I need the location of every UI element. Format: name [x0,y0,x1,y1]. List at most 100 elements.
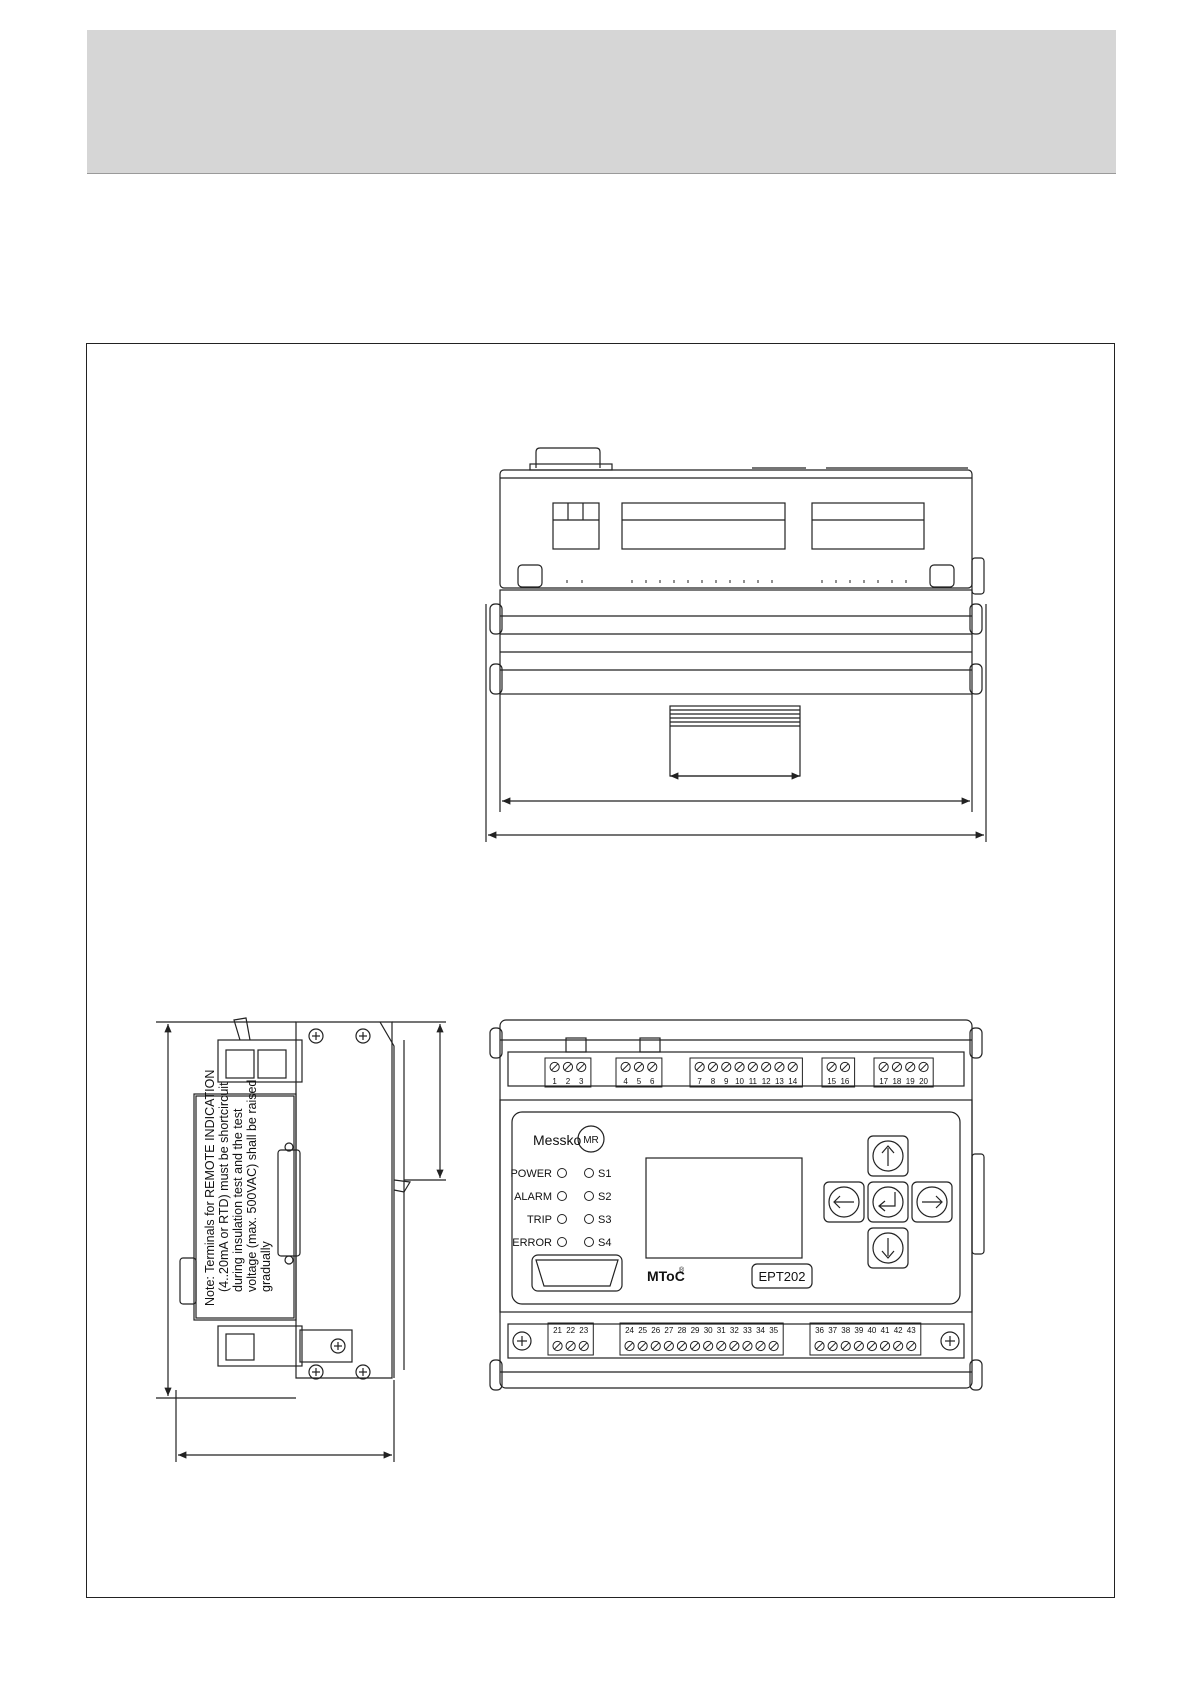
terminal-number: 18 [892,1077,901,1086]
logo-text: MR [583,1135,599,1146]
led-label-s1: S1 [598,1168,611,1180]
terminal-screw-icon [620,1061,631,1073]
terminal-screw-icon [694,1061,705,1073]
top-view-terminal-block [811,502,925,550]
terminal-screw-icon [826,1061,837,1073]
led-label-power: POWER [510,1168,552,1180]
terminal-screw-icon [839,1061,851,1073]
terminal-number: 22 [566,1326,575,1335]
mounting-screw-icon [512,1331,532,1351]
terminal-number: 9 [724,1077,729,1086]
led-trip-icon [557,1214,567,1224]
terminal-number: 28 [677,1326,686,1335]
terminal-screw-icon [552,1340,563,1352]
note-line: gradually [259,1241,273,1292]
terminal-screw-icon [787,1061,798,1073]
enter-key-icon [867,1181,909,1223]
terminal-screw-icon [742,1340,753,1352]
led-label-error: ERROR [512,1237,552,1249]
terminal-screw-icon [774,1061,785,1073]
led-s1-icon [584,1168,594,1178]
terminal-screw-icon [676,1340,688,1352]
terminal-screw-icon [578,1340,589,1352]
warning-note: Note: Terminals for REMOTE INDICATION (4… [203,1070,273,1306]
terminal-screw-icon [734,1061,745,1073]
up-arrow-key-icon [867,1135,909,1177]
terminal-number: 39 [854,1326,863,1335]
terminal-number: 8 [711,1077,716,1086]
led-s2-icon [584,1191,594,1201]
front-view-drawing [489,1019,985,1391]
terminal-screw-icon [747,1061,758,1073]
terminal-screw-icon [689,1340,701,1352]
terminal-number: 20 [919,1077,928,1086]
led-label-trip: TRIP [527,1214,552,1226]
terminal-number: 13 [775,1077,784,1086]
led-label-s2: S2 [598,1191,611,1203]
terminal-screw-icon [663,1340,674,1352]
terminal-number: 16 [840,1077,849,1086]
down-arrow-key-icon [867,1227,909,1269]
terminal-number: 7 [697,1077,702,1086]
led-indicator-group: POWER ALARM TRIP ERROR S1 S2 S3 S4 [510,1168,611,1249]
terminal-screw-icon [703,1340,714,1352]
terminal-screw-icon [721,1061,732,1073]
terminal-screw-icon [878,1061,889,1073]
terminal-number: 27 [664,1326,673,1335]
terminal-screw-icon [576,1061,587,1073]
terminal-screw-icon [853,1340,864,1352]
messko-logo: MR [577,1125,605,1153]
terminal-number: 17 [879,1077,888,1086]
terminal-number: 12 [762,1077,771,1086]
terminal-screw-icon [814,1340,825,1352]
terminal-screw-icon [893,1340,904,1352]
top-view-terminal-block [552,502,600,550]
terminal-screw-icon [905,1061,916,1073]
side-view-drawing [156,1017,446,1462]
terminal-number: 33 [743,1326,752,1335]
led-s4-icon [584,1237,594,1247]
top-view-drawing [485,447,987,842]
terminal-number: 29 [691,1326,700,1335]
terminal-screw-icon [827,1340,838,1352]
lcd-display [645,1157,803,1259]
terminal-number: 25 [638,1326,647,1335]
terminal-number: 30 [704,1326,713,1335]
terminal-screw-icon [906,1340,917,1352]
led-power-icon [557,1168,567,1178]
product-name: MToC [647,1268,685,1284]
terminal-number: 26 [651,1326,660,1335]
led-alarm-icon [557,1191,567,1201]
terminal-screw-icon [637,1340,648,1352]
terminal-screw-icon [549,1061,560,1073]
terminal-screw-icon [879,1340,891,1352]
terminal-number: 4 [623,1077,628,1086]
note-line: Note: Terminals for REMOTE INDICATION [203,1070,217,1306]
terminal-number: 3 [579,1077,584,1086]
left-arrow-key-icon [823,1181,865,1223]
terminal-number: 21 [553,1326,562,1335]
terminal-screw-icon [729,1340,740,1352]
led-label-alarm: ALARM [514,1191,552,1203]
model-label-plate [751,1263,813,1289]
note-line: (4..20mA or RTD) must be shortcircuit [217,1082,231,1292]
terminal-number: 31 [717,1326,726,1335]
terminal-screw-icon [633,1061,645,1073]
navigation-keypad [823,1135,953,1269]
terminal-number: 35 [769,1326,778,1335]
terminal-number: 42 [894,1326,903,1335]
terminal-number: 10 [735,1077,744,1086]
brand-name: Messko [533,1132,581,1148]
terminal-screw-icon [755,1340,766,1352]
registered-mark: ® [679,1266,685,1274]
terminal-screw-icon [565,1340,576,1352]
terminal-number: 1 [552,1077,557,1086]
right-arrow-key-icon [911,1181,953,1223]
